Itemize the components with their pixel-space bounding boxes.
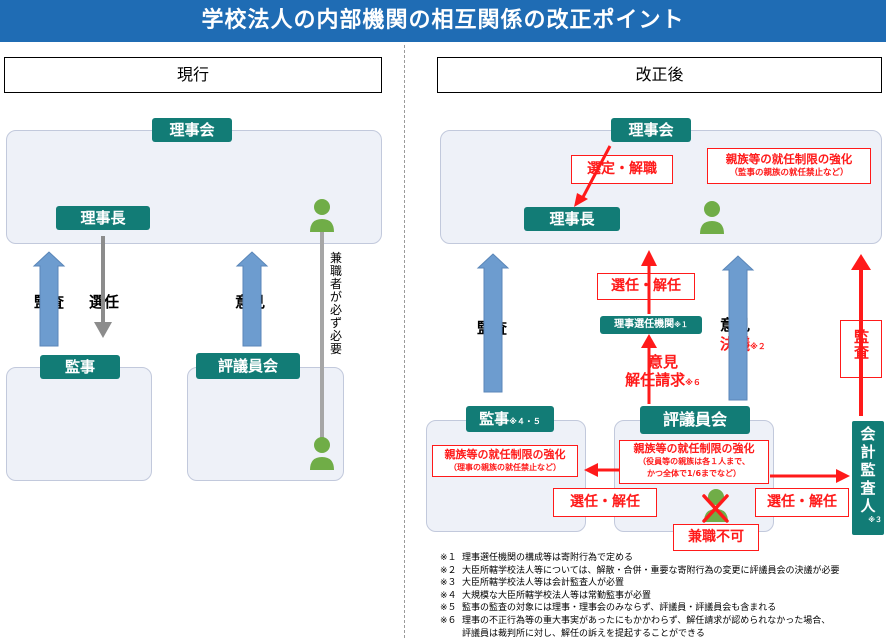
notes-list: ※１ 理事選任機関の構成等は寄附行為で定める ※２ 大臣所轄学校法人等については、解…: [440, 552, 886, 640]
select-dismiss-mid-box: 選任・解任: [597, 273, 695, 300]
accounting-auditor-char-0: 会: [860, 425, 876, 443]
note-4-mark: ※４: [440, 590, 457, 601]
resolution-note: ※２: [750, 342, 766, 351]
accounting-auditor-char-1: 計: [860, 443, 876, 461]
revised-council-label: 評議員会: [640, 406, 750, 434]
current-audit-arrow: [32, 251, 66, 347]
kinship-board-title: 親族等の就任制限の強化: [725, 152, 853, 166]
note-1-text: 理事選任機関の構成等は寄附行為で定める: [462, 553, 634, 563]
revised-opinion-arrow: [721, 255, 755, 401]
council-to-accounting-arrowhead: [836, 469, 850, 483]
director-selection-org-label: 理事選任機関: [614, 319, 675, 330]
revised-auditor-text: 監事: [479, 410, 510, 428]
current-auditor-label: 監事: [40, 355, 120, 379]
appoint-dismiss-top-arrowhead: [574, 193, 588, 207]
current-council-label: 評議員会: [196, 353, 300, 379]
note-3: ※３ 大臣所轄学校法人等は会計監査人が必置: [440, 577, 886, 590]
revised-auditor-label: 監事※４・５: [466, 406, 554, 432]
revised-auditor-note: ※４・５: [509, 417, 541, 426]
section-divider: [404, 45, 405, 638]
note-6-mark: ※６: [440, 615, 457, 626]
cross-icon: [702, 494, 729, 523]
note-6-text: 理事の不正行為等の重大事実があったにもかかわらず、解任請求が認められなかった場合…: [462, 615, 831, 626]
kinship-council-box: 親族等の就任制限の強化 （役員等の親族は各１人まで、 かつ全体で1/6までなど）: [619, 440, 769, 484]
note-1: ※１ 理事選任機関の構成等は寄附行為で定める: [440, 552, 886, 565]
accounting-auditor-char-3: 査: [860, 479, 876, 497]
note-2: ※２ 大臣所轄学校法人等については、解散・合併・重要な寄附行為の変更に評議員会の決…: [440, 565, 886, 578]
note-4-text: 大規模な大臣所轄学校法人等は常勤監事が必置: [462, 590, 652, 601]
person-icon-council-left: [310, 437, 334, 470]
accounting-auditor-note: ※３: [868, 516, 882, 524]
person-icon-board-right: [700, 201, 724, 234]
current-auditor-panel: [6, 367, 152, 481]
director-selection-org: 理事選任機関※１: [600, 316, 702, 334]
opinion-line1: 意見: [647, 353, 678, 371]
note-5-mark: ※５: [440, 603, 457, 614]
kinship-board-sub: （監事の親族の就任禁止など）: [729, 168, 849, 178]
opinion-dismissal-label: 意見 解任請求※６: [618, 353, 708, 392]
select-dismiss-right-box: 選任・解任: [755, 488, 849, 517]
no-concurrent-box: 兼職不可: [673, 524, 759, 551]
note-6-cont: 評議員は裁判所に対し、解任の訴えを提起することができる: [440, 628, 886, 640]
revised-chair-label: 理事長: [524, 207, 620, 231]
audit-right-arrowhead: [851, 254, 871, 270]
page-title: 学校法人の内部機関の相互関係の改正ポイント: [0, 0, 886, 42]
council-to-org-arrowhead: [641, 334, 657, 348]
accounting-auditor-box: 会 計 監 査 人 ※３: [852, 421, 884, 535]
note-4: ※４ 大規模な大臣所轄学校法人等は常勤監事が必置: [440, 590, 886, 603]
revised-audit-arrow: [476, 253, 510, 393]
kinship-auditor-sub: （理事の親族の就任禁止など）: [449, 463, 561, 472]
current-opinion-arrow: [235, 251, 269, 347]
note-6: ※６ 理事の不正行為等の重大事実があったにもかかわらず、解任請求が認められなかった…: [440, 615, 886, 628]
accounting-auditor-char-4: 人: [860, 497, 876, 515]
appoint-dismiss-top-arrow: [580, 145, 612, 200]
accounting-auditor-char-2: 監: [860, 461, 876, 479]
note-2-text: 大臣所轄学校法人等については、解散・合併・重要な寄附行為の変更に評議員会の決議が…: [462, 565, 840, 576]
appoint-dismiss-top-box: 選定・解職: [571, 155, 673, 184]
kinship-council-title: 親族等の就任制限の強化: [633, 442, 755, 455]
kinship-board-box: 親族等の就任制限の強化 （監事の親族の就任禁止など）: [707, 148, 871, 184]
current-appoint-arrowhead: [94, 322, 112, 338]
select-dismiss-left-box: 選任・解任: [553, 488, 657, 517]
director-selection-org-note: ※１: [674, 321, 688, 329]
note-6-cont-text: 評議員は裁判所に対し、解任の訴えを提起することができる: [462, 628, 705, 639]
kinship-auditor-box: 親族等の就任制限の強化 （理事の親族の就任禁止など）: [432, 445, 578, 477]
current-chair-label: 理事長: [56, 206, 150, 230]
kinship-auditor-title: 親族等の就任制限の強化: [444, 448, 566, 461]
person-icon-board-left: [310, 199, 334, 232]
select-dismiss-upper-arrowhead: [641, 250, 657, 266]
kinship-council-sub2: かつ全体で1/6までなど）: [646, 469, 742, 478]
note-3-mark: ※３: [440, 578, 457, 589]
council-to-auditor-arrowhead: [584, 463, 598, 477]
note-3-text: 大臣所轄学校法人等は会計監査人が必置: [462, 578, 625, 589]
revised-header: 改正後: [437, 57, 882, 93]
dismissal-request-note: ※６: [685, 378, 701, 387]
note-5: ※５ 監事の監査の対象には理事・理事会のみならず、評議員・評議員会も含まれる: [440, 602, 886, 615]
dismissal-request: 解任請求: [625, 371, 686, 389]
kinship-council-sub1: （役員等の親族は各１人まで、: [638, 457, 750, 466]
current-header: 現行: [4, 57, 382, 93]
note-1-mark: ※１: [440, 553, 457, 563]
current-board-label: 理事会: [152, 118, 232, 142]
note-5-text: 監事の監査の対象には理事・理事会のみならず、評議員・評議員会も含まれる: [462, 603, 777, 614]
concurrent-note: 兼職者が必ず必要: [329, 251, 343, 356]
revised-board-label: 理事会: [611, 118, 691, 142]
note-2-mark: ※２: [440, 565, 457, 576]
